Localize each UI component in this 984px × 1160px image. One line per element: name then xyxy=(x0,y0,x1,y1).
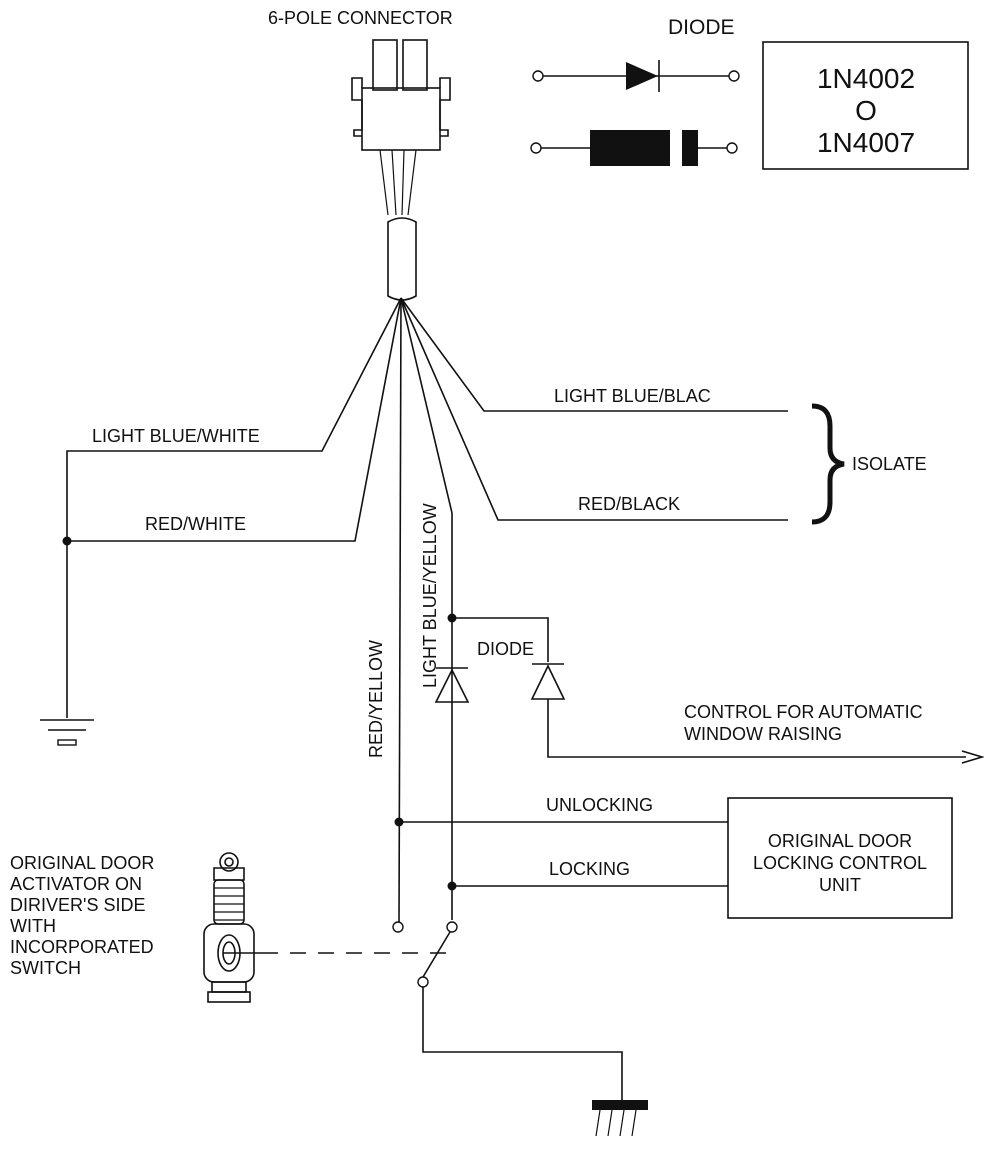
wire-label-red-black: RED/BLACK xyxy=(578,494,680,514)
activator-label-line-2: ACTIVATOR ON xyxy=(10,874,142,894)
activator-label-line-5: INCORPORATED xyxy=(10,937,154,957)
diode-part-2: 1N4007 xyxy=(817,127,915,158)
cable-fanout xyxy=(62,297,788,923)
diode-part-or: O xyxy=(855,95,877,126)
wire-label-red-yellow: RED/YELLOW xyxy=(366,640,386,758)
diode-legend-title: DIODE xyxy=(668,16,735,39)
unlocking-label: UNLOCKING xyxy=(546,795,653,815)
isolate-label: ISOLATE xyxy=(852,454,927,474)
six-pole-connector: 6-POLE CONNECTOR xyxy=(268,8,453,301)
activator-label-line-1: ORIGINAL DOOR xyxy=(10,853,154,873)
diode-part-1: 1N4002 xyxy=(817,63,915,94)
diode-pair: DIODE CONTROL FOR AUTOMATIC WINDOW RAISI… xyxy=(434,613,984,764)
locking-label: LOCKING xyxy=(549,859,630,879)
switch xyxy=(262,921,623,1100)
activator-label-line-4: WITH xyxy=(10,916,56,936)
wire-label-light-blue-yellow: LIGHT BLUE/YELLOW xyxy=(420,503,440,688)
wire-label-red-white: RED/WHITE xyxy=(145,514,246,534)
isolate-brace: ISOLATE xyxy=(811,403,927,525)
lock-unlock-wiring: UNLOCKING LOCKING ORIGINAL DOOR LOCKING … xyxy=(394,795,953,919)
diode-legend: DIODE 1N4002 O 1N4007 xyxy=(530,16,969,170)
control-label-line-2: WINDOW RAISING xyxy=(684,724,842,744)
ground-symbol-bottom xyxy=(592,1100,648,1137)
diode-label: DIODE xyxy=(477,639,534,659)
unit-label-line-1: ORIGINAL DOOR xyxy=(768,831,912,851)
activator-label-line-6: SWITCH xyxy=(10,958,81,978)
control-unit-box xyxy=(727,797,953,919)
connector-label: 6-POLE CONNECTOR xyxy=(268,8,453,28)
unit-label-line-2: LOCKING CONTROL xyxy=(753,853,927,873)
wire-label-light-blue-white: LIGHT BLUE/WHITE xyxy=(92,426,260,446)
ground-symbol-left xyxy=(40,719,94,746)
wire-label-light-blue-black: LIGHT BLUE/BLAC xyxy=(554,386,711,406)
activator-label-line-3: DIRIVER'S SIDE xyxy=(10,895,145,915)
unit-label-line-3: UNIT xyxy=(819,875,861,895)
control-label-line-1: CONTROL FOR AUTOMATIC xyxy=(684,702,923,722)
door-activator xyxy=(203,852,262,1003)
diode-symbol xyxy=(626,62,658,90)
